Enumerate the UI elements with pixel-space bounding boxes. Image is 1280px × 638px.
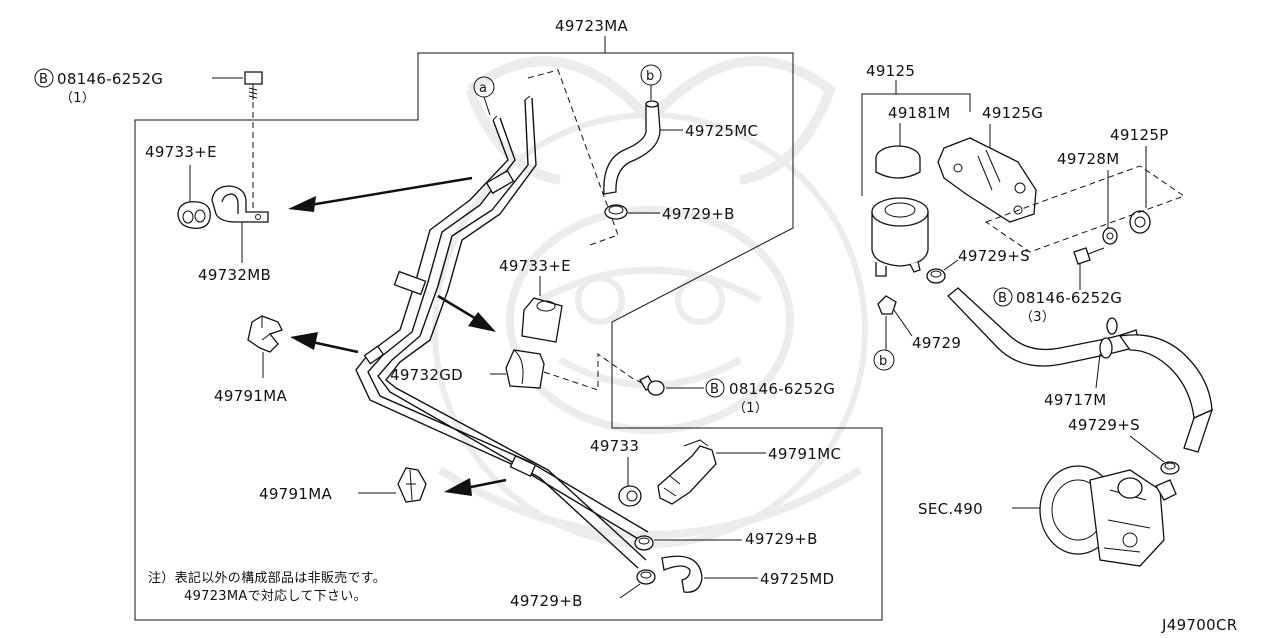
assembly-outline: [134, 52, 883, 621]
bolt-marker: B: [39, 72, 48, 87]
arrow-to-clamp-lower: [444, 478, 507, 496]
hose-clamp-lower-2-label: 49729+B: [510, 592, 583, 610]
clip-top-left: [177, 201, 211, 229]
note-line-2: 49723MAで対応して下さい。: [184, 589, 367, 604]
bolt-mid-qty: （1）: [733, 401, 768, 416]
arrow-to-clamp-upper: [290, 332, 359, 354]
dashed-link-a: [527, 69, 619, 246]
bolt-top-left-qty: （1）: [60, 91, 95, 106]
connector-a-marker: a: [473, 76, 495, 116]
hose-clamp-tank: [926, 268, 946, 284]
spacer-label: 49728M: [1057, 150, 1119, 168]
bracket-mid-label: 49732GD: [390, 366, 463, 384]
hose-clamp-lower-1: [634, 535, 654, 551]
bolt-right-qty: （3）: [1020, 310, 1055, 325]
hose-clamp-pump: [1160, 461, 1180, 475]
dashed-link-bolt-mid: [543, 353, 645, 391]
tank-bracket: [937, 137, 1037, 223]
grommet: [618, 485, 642, 507]
bolt-mid: B 08146-6252G （1）: [639, 375, 835, 416]
bracket-left: [211, 185, 269, 223]
hose-clamp-pump-label: 49729+S: [1068, 416, 1140, 434]
clamp-upper-left-label: 49791MA: [214, 387, 287, 405]
circle-a: a: [479, 81, 487, 96]
pump-ref-label: SEC.490: [918, 500, 983, 518]
bolt-marker: B: [710, 382, 719, 397]
tank-assembly-bracket: [861, 93, 971, 196]
arrow-to-bracket: [288, 176, 473, 212]
spacer: [1102, 227, 1118, 245]
bolt-right: B 08146-6252G （3）: [993, 247, 1122, 325]
grommet-label: 49733: [590, 437, 639, 455]
tank-cap: [875, 145, 921, 179]
connector-b-mid-marker: b: [873, 349, 895, 371]
diagram-code: J49700CR: [1161, 616, 1237, 634]
tank-bracket-label: 49125G: [982, 104, 1043, 122]
clamp-tank-outlet-label: 49729: [912, 334, 961, 352]
clamp-right-label: 49791MC: [768, 445, 841, 463]
bolt-top-left: B 08146-6252G （1）: [34, 68, 263, 210]
clamp-lower-left: [397, 467, 427, 503]
bolt-mid-code: 08146-6252G: [729, 380, 835, 398]
hose-clamp-lower-2: [636, 569, 656, 585]
hose-lower: [661, 555, 703, 593]
clip-mid-label: 49733+E: [499, 257, 571, 275]
clamp-right: [657, 439, 717, 505]
clamp-tank-outlet: [877, 295, 897, 315]
clamp-lower-left-label: 49791MA: [259, 485, 332, 503]
hose-clamp-upper-label: 49729+B: [662, 205, 735, 223]
connector-b-top-marker: b: [640, 64, 662, 100]
clamp-upper-left: [247, 315, 283, 353]
bolt-top-left-code: 08146-6252G: [57, 70, 163, 88]
hose-upper: [603, 100, 661, 195]
pressure-pipes: [355, 95, 649, 569]
hose-upper-label: 49725MC: [685, 122, 758, 140]
suction-hose-label: 49717M: [1044, 391, 1106, 409]
assembly-main-label: 49723MA: [555, 17, 628, 35]
tank-bracket-part-label: 49125P: [1110, 126, 1169, 144]
bolt-marker: B: [998, 291, 1007, 306]
clip-top-left-label: 49733+E: [145, 143, 217, 161]
tank-assembly-label: 49125: [866, 62, 915, 80]
power-steering-pump: [1039, 465, 1177, 567]
clip-mid: [521, 297, 563, 343]
arrow-to-clip-mid: [437, 294, 496, 332]
suction-hose: [947, 287, 1214, 453]
bracket-mid: [505, 349, 545, 389]
bolt-right-code: 08146-6252G: [1016, 289, 1122, 307]
hose-clamp-lower-1-label: 49729+B: [745, 530, 818, 548]
reservoir-tank: [871, 197, 929, 277]
circle-b-top: b: [646, 69, 655, 84]
hose-clamp-upper: [604, 204, 628, 220]
tank-cap-label: 49181M: [888, 104, 950, 122]
circle-b-mid: b: [879, 354, 888, 369]
hose-clamp-tank-label: 49729+S: [958, 247, 1030, 265]
note-line-1: 注）表記以外の構成部品は非販売です。: [148, 570, 386, 586]
bracket-left-label: 49732MB: [198, 266, 271, 284]
hose-lower-label: 49725MD: [760, 570, 834, 588]
bushing: [1129, 210, 1151, 234]
